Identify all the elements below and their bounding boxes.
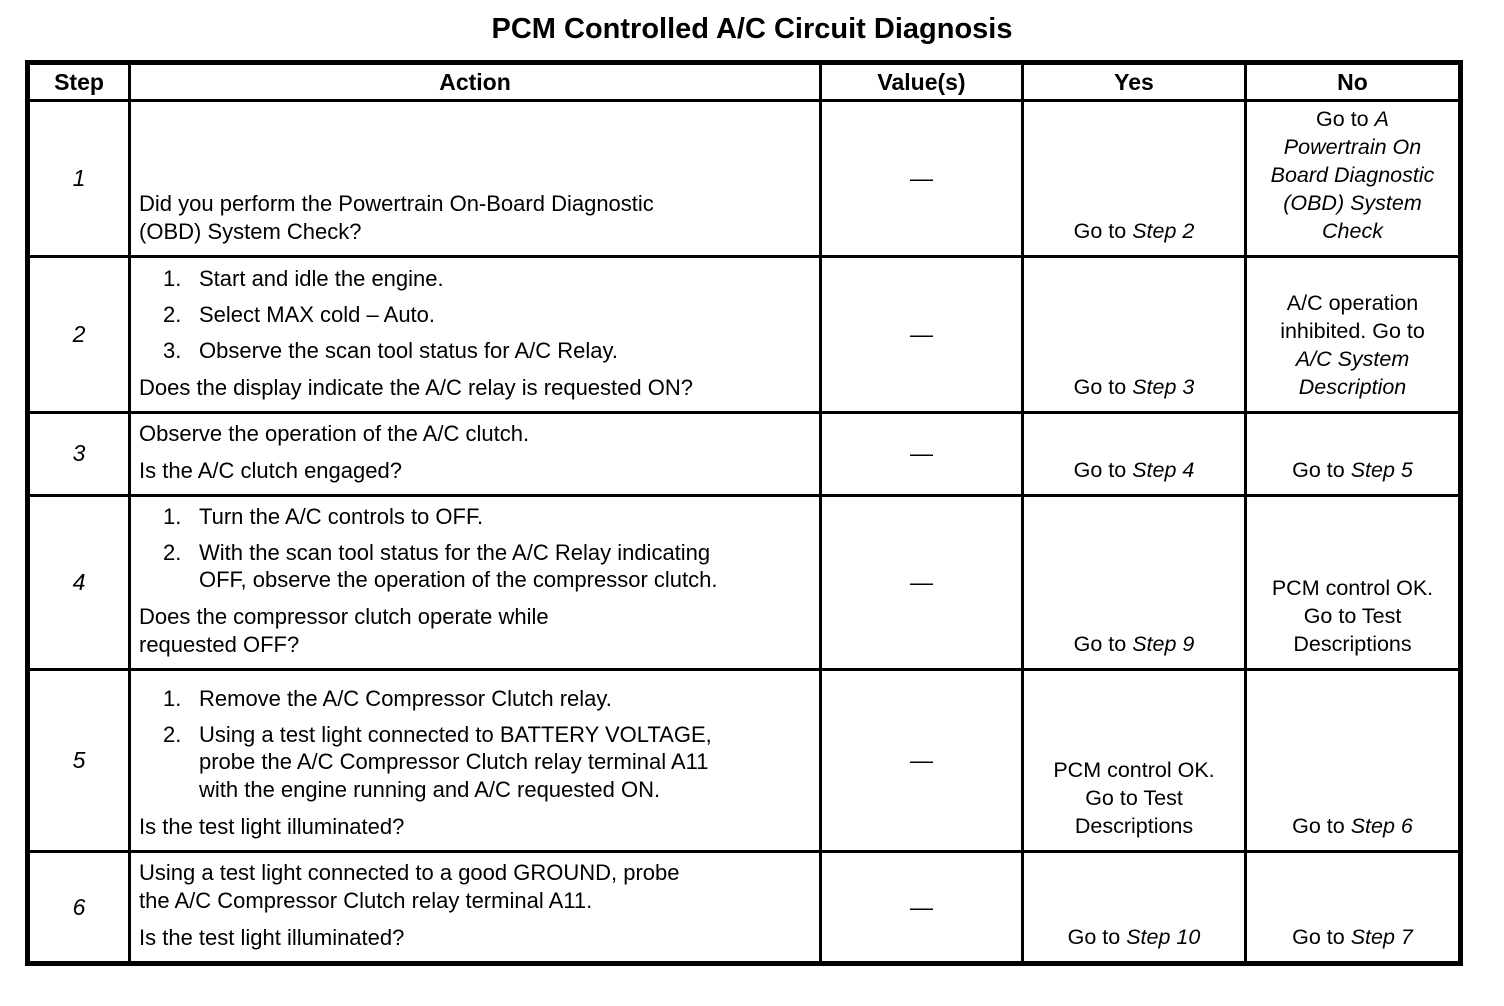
list-item: 1. Remove the A/C Compressor Clutch relay… xyxy=(163,685,809,713)
value-cell: — xyxy=(819,99,1024,258)
action-cell: Observe the operation of the A/C clutch.… xyxy=(128,410,822,497)
goto-text: Go to xyxy=(1067,925,1127,950)
list-item-text: Turn the A/C controls to OFF. xyxy=(199,503,484,529)
action-cell: 1. Remove the A/C Compressor Clutch relay… xyxy=(128,668,822,854)
list-item: 1. Start and idle the engine. xyxy=(163,265,809,293)
step-cell: 3 xyxy=(26,410,131,497)
header-row: Step Action Value(s) Yes No xyxy=(26,61,1462,102)
goto-target: Step 4 xyxy=(1132,457,1195,482)
goto-text: Go to xyxy=(1292,925,1351,950)
table-row-step-2: 2 1. Start and idle the engine. 2. Select … xyxy=(26,254,1462,414)
list-item-text: Start and idle the engine. xyxy=(199,265,444,291)
list-item-text: With the scan tool status for the A/C Re… xyxy=(199,539,718,593)
table-row-step-6: 6 Using a test light connected to a good… xyxy=(26,850,1462,966)
column-header-values: Value(s) xyxy=(819,61,1024,102)
value-cell: — xyxy=(819,668,1024,854)
diagnosis-table: Step Action Value(s) Yes No 1 Did you pe… xyxy=(25,60,1463,967)
yes-cell: Go to Step 9 xyxy=(1021,493,1247,672)
list-item-number: 2. xyxy=(163,301,182,327)
list-item: 2. Select MAX cold – Auto. xyxy=(163,301,809,329)
table-row-step-1: 1 Did you perform the Powertrain On-Boar… xyxy=(26,99,1462,258)
yes-cell: PCM control OK. Go to Test Descriptions xyxy=(1021,668,1247,854)
no-cell: Go to Step 7 xyxy=(1244,850,1462,966)
page-title: PCM Controlled A/C Circuit Diagnosis xyxy=(491,13,1013,45)
yes-cell: Go to Step 4 xyxy=(1021,410,1247,497)
list-item: 2. Using a test light connected to BATTER… xyxy=(163,721,809,805)
goto-target: A/C System Description xyxy=(1295,346,1410,399)
action-list: 1. Turn the A/C controls to OFF. 2. With t… xyxy=(139,503,809,595)
list-item-text: Observe the scan tool status for A/C Rel… xyxy=(199,337,619,363)
step-cell: 2 xyxy=(26,254,131,414)
column-header-no: No xyxy=(1244,61,1462,102)
goto-target: Step 9 xyxy=(1132,632,1195,657)
action-cell: Did you perform the Powertrain On-Board … xyxy=(128,99,822,258)
value-cell: — xyxy=(819,410,1024,497)
action-text: Observe the operation of the A/C clutch. xyxy=(139,420,530,446)
goto-target: Step 2 xyxy=(1132,218,1195,243)
list-item-number: 1. xyxy=(163,503,182,529)
goto-target: Step 10 xyxy=(1126,925,1201,950)
column-header-yes: Yes xyxy=(1021,61,1247,102)
no-cell: Go to Step 5 xyxy=(1244,410,1462,497)
list-item: 1. Turn the A/C controls to OFF. xyxy=(163,503,809,531)
step-cell: 6 xyxy=(26,850,131,966)
result-text: PCM control OK. Go to Test Descriptions xyxy=(1053,758,1215,839)
no-cell: PCM control OK. Go to Test Descriptions xyxy=(1244,493,1462,672)
list-item-number: 3. xyxy=(163,337,182,363)
action-question: Is the test light illuminated? xyxy=(139,814,405,840)
action-text: Did you perform the Powertrain On-Board … xyxy=(139,190,654,244)
action-list: 1. Remove the A/C Compressor Clutch relay… xyxy=(139,685,809,805)
value-cell: — xyxy=(819,850,1024,966)
goto-text: Go to xyxy=(1073,374,1133,399)
step-cell: 5 xyxy=(26,668,131,854)
goto-text: Go to xyxy=(1292,457,1351,482)
list-item-number: 2. xyxy=(163,539,182,565)
action-text: Using a test light connected to a good G… xyxy=(139,860,680,914)
goto-text: Go to xyxy=(1073,457,1133,482)
step-cell: 1 xyxy=(26,99,131,258)
goto-text: Go to xyxy=(1073,632,1133,657)
action-question: Is the A/C clutch engaged? xyxy=(139,457,402,483)
value-cell: — xyxy=(819,493,1024,672)
list-item-text: Select MAX cold – Auto. xyxy=(199,301,436,327)
yes-cell: Go to Step 3 xyxy=(1021,254,1247,414)
action-question: Does the display indicate the A/C relay … xyxy=(139,374,693,400)
goto-target: A Powertrain On Board Diagnostic (OBD) S… xyxy=(1270,107,1435,243)
action-list: 1. Start and idle the engine. 2. Select MA… xyxy=(139,265,809,365)
goto-text: Go to xyxy=(1073,218,1133,243)
goto-target: Step 6 xyxy=(1350,814,1413,839)
table-row-step-5: 5 1. Remove the A/C Compressor Clutch rel… xyxy=(26,668,1462,854)
goto-text: Go to xyxy=(1316,107,1375,131)
column-header-step: Step xyxy=(26,61,131,102)
action-cell: 1. Turn the A/C controls to OFF. 2. With t… xyxy=(128,493,822,672)
column-header-action: Action xyxy=(128,61,822,102)
result-text: PCM control OK. Go to Test Descriptions xyxy=(1271,576,1434,657)
goto-target: Step 3 xyxy=(1132,374,1195,399)
list-item-text: Remove the A/C Compressor Clutch relay. xyxy=(199,685,612,711)
list-item-number: 2. xyxy=(163,721,182,747)
yes-cell: Go to Step 2 xyxy=(1021,99,1247,258)
yes-cell: Go to Step 10 xyxy=(1021,850,1247,966)
no-cell: Go to A Powertrain On Board Diagnostic (… xyxy=(1244,99,1462,258)
action-question: Is the test light illuminated? xyxy=(139,925,405,951)
action-cell: Using a test light connected to a good G… xyxy=(128,850,822,966)
result-text: A/C operation inhibited. Go to xyxy=(1280,290,1425,343)
goto-target: Step 7 xyxy=(1350,925,1413,950)
list-item: 3. Observe the scan tool status for A/C R… xyxy=(163,337,809,365)
action-cell: 1. Start and idle the engine. 2. Select MA… xyxy=(128,254,822,414)
goto-target: Step 5 xyxy=(1350,457,1413,482)
step-cell: 4 xyxy=(26,493,131,672)
no-cell: Go to Step 6 xyxy=(1244,668,1462,854)
value-cell: — xyxy=(819,254,1024,414)
table-row-step-4: 4 1. Turn the A/C controls to OFF. 2. With… xyxy=(26,493,1462,672)
no-cell: A/C operation inhibited. Go to A/C Syste… xyxy=(1244,254,1462,414)
list-item: 2. With the scan tool status for the A/C … xyxy=(163,539,809,595)
list-item-number: 1. xyxy=(163,685,182,711)
list-item-text: Using a test light connected to BATTERY … xyxy=(199,721,712,803)
table-row-step-3: 3 Observe the operation of the A/C clutc… xyxy=(26,410,1462,497)
action-question: Does the compressor clutch operate while… xyxy=(139,604,549,658)
goto-text: Go to xyxy=(1292,814,1351,839)
list-item-number: 1. xyxy=(163,265,182,291)
